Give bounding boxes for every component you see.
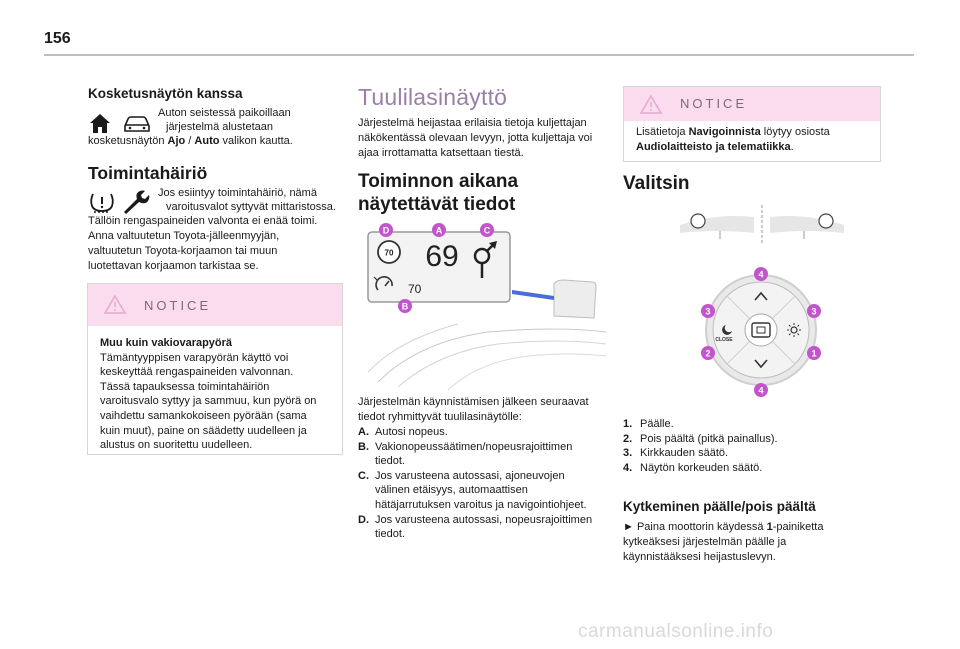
hud-intro-line3: ajaa irrottamatta katsettaan tiestä.: [358, 147, 524, 159]
hud-plate-positions-illustration: [680, 205, 844, 243]
label-d: D: [383, 226, 390, 236]
touchscreen-heading: Kosketusnäytön kanssa: [88, 86, 243, 101]
page-number: 156: [44, 30, 71, 47]
label-3-right: 3: [811, 307, 816, 317]
malfunction-line6: luotettavan korjaamon tarkistaa se.: [88, 260, 259, 272]
notice-heading: Muu kuin vakiovarapyörä: [100, 337, 233, 349]
label-4-bottom-badge: [754, 383, 768, 397]
switch-line2: kytkeäksesi järjestelmän päälle ja: [623, 536, 787, 548]
label-c: C: [484, 226, 491, 236]
height-down-button[interactable]: [754, 359, 768, 369]
warning-triangle-icon: [640, 94, 662, 114]
label-1-badge: [807, 346, 821, 360]
hud-intro-line2: näkökentässä olevaan levyyn, jotta kulje…: [358, 132, 593, 144]
malfunction-line1: Jos esiintyy toimintahäiriö, nämä: [158, 187, 317, 199]
header-divider: [44, 54, 914, 56]
wrench-icon: [124, 190, 150, 214]
notice-line: vaihdettu samankokoiseen pyörään (sama: [100, 409, 307, 422]
label-2: 2: [705, 349, 710, 359]
malfunction-line2: varoitusvalot syttyvät mittaristossa.: [166, 201, 336, 213]
speed-limit-value: 70: [385, 249, 394, 258]
malfunction-heading: Toimintahäiriö: [88, 163, 208, 183]
selector-functions-list: 1.Päälle. 2.Pois päältä (pitkä painallus…: [623, 417, 883, 475]
notice-line: alustus on suoritettu uudelleen.: [100, 439, 253, 452]
hud-after-line1: Järjestelmän käynnistämisen jälkeen seur…: [358, 396, 589, 408]
watermark: carmanualsonline.info: [578, 621, 774, 642]
car-icon: [124, 116, 150, 132]
label-3-left-badge: [701, 304, 715, 318]
height-up-button[interactable]: [754, 291, 768, 301]
switch-heading: Kytkeminen päälle/pois päältä: [623, 499, 816, 514]
hud-on-button[interactable]: [751, 322, 771, 338]
notice-header: NOTICE: [88, 284, 342, 326]
label-3-right-badge: [807, 304, 821, 318]
selector-item-1: 1.Päälle.: [623, 418, 674, 430]
notice-title: NOTICE: [680, 96, 748, 111]
label-4-top: 4: [758, 270, 763, 280]
notice-line: Tässä tapauksessa toimintahäiriön: [100, 380, 270, 393]
label-1: 1: [811, 349, 816, 359]
selector-item-2: 2.Pois päältä (pitkä painallus).: [623, 432, 778, 445]
hud-subheading-line2: näytettävät tiedot: [358, 194, 516, 215]
notice-box-navigation: NOTICE Lisätietoja Navigoinnista löytyy …: [623, 86, 881, 162]
notice-box-spare-wheel: NOTICE Muu kuin vakiovarapyörä Tämäntyyp…: [87, 283, 343, 455]
hud-projection-beam: [512, 290, 554, 300]
selector-heading: Valitsin: [623, 173, 690, 194]
label-4-top-badge: [754, 267, 768, 281]
notice-header: NOTICE: [624, 87, 880, 121]
navigation-arrow-icon: [473, 241, 497, 278]
touchscreen-line3: kosketusnäytön Ajo / Auto valikon kautta…: [88, 135, 293, 147]
label-4-bottom: 4: [758, 386, 763, 396]
notice-line: kuin muut), paine on säädetty uudelleen …: [100, 424, 307, 437]
label-b: B: [402, 302, 409, 312]
label-d-badge: [379, 223, 393, 237]
notice-title: NOTICE: [144, 298, 212, 313]
tyre-pressure-warning-icon: [90, 193, 114, 213]
hud-control-pad: CLOSE 4 3 3 2 1 4: [701, 267, 821, 397]
speed-limit-sign-icon: [377, 240, 401, 264]
malfunction-line3: Tällöin rengaspaineiden valvonta ei enää…: [88, 215, 318, 227]
label-c-badge: [480, 223, 494, 237]
hud-items-list: A.Autosi nopeus. B.Vakionopeussäätimen/n…: [358, 425, 608, 542]
notice-line: Tämäntyyppisen varapyörän käyttö voi: [100, 351, 289, 364]
touchscreen-line2: järjestelmä alustetaan: [166, 121, 274, 133]
selector-item-4: 4.Näytön korkeuden säätö.: [623, 461, 763, 474]
switch-line3: käynnistääksesi heijastuslevyn.: [623, 551, 776, 563]
warning-triangle-icon: [104, 294, 126, 314]
selector-item-3: 3.Kirkkauden säätö.: [623, 447, 729, 460]
malfunction-line4: Anna valtuutetun Toyota-jälleenmyyjän,: [88, 230, 280, 242]
home-icon: [90, 114, 110, 133]
hud-after-line2: tiedot ryhmittyvät tuulilasinäytölle:: [358, 411, 522, 423]
label-a: A: [436, 226, 443, 236]
switch-line1: ► Paina moottorin käydessä 1-painiketta: [623, 521, 824, 533]
hud-title: Tuulilasinäyttö: [358, 84, 508, 110]
close-label: CLOSE: [715, 337, 733, 343]
hud-subheading-line1: Toiminnon aikana: [358, 171, 519, 192]
label-2-badge: [701, 346, 715, 360]
hud-illustration: 70 69 70 D A C B: [367, 223, 607, 390]
cruise-control-icon: [373, 276, 393, 291]
hud-item-a: A.Autosi nopeus.: [358, 426, 448, 438]
vehicle-speed-value: 69: [425, 240, 458, 273]
notice-line1: Lisätietoja Navigoinnista löytyy osiosta: [636, 126, 830, 138]
notice-line2: Audiolaitteisto ja telematiikka.: [636, 140, 794, 153]
cruise-speed-value: 70: [408, 282, 422, 296]
brightness-down-off-button[interactable]: CLOSE: [715, 325, 733, 343]
notice-line: keskeyttää rengaspaineiden valvonnan.: [100, 366, 294, 379]
hud-item-d: D.Jos varusteena autossasi, nopeusrajoit…: [358, 513, 593, 541]
notice-line: varoitusvalo syttyy ja sammuu, kun pyörä…: [100, 395, 317, 408]
touchscreen-line1: Auton seistessä paikoillaan: [158, 107, 291, 119]
malfunction-line5: valtuutetun Toyota-korjaamon tai muun: [88, 245, 278, 257]
label-b-badge: [398, 299, 412, 313]
brightness-up-button[interactable]: [787, 323, 801, 337]
moon-icon: [722, 325, 732, 335]
label-a-badge: [432, 223, 446, 237]
hud-intro-line1: Järjestelmä heijastaa erilaisia tietoja …: [358, 117, 587, 129]
label-3-left: 3: [705, 307, 710, 317]
